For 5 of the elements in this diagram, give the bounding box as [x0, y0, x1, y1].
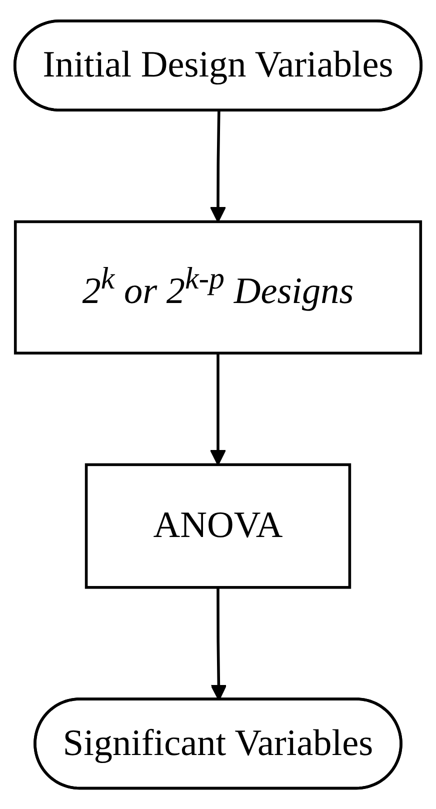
arrow [210, 110, 226, 222]
node-box [84, 463, 352, 589]
node-box [14, 220, 422, 354]
arrow [210, 353, 226, 466]
flowchart: Initial Design Variables 2$^{k}$ or 2$^{k-p}$ Designs ANOVA Significant Variables [0, 6, 436, 804]
